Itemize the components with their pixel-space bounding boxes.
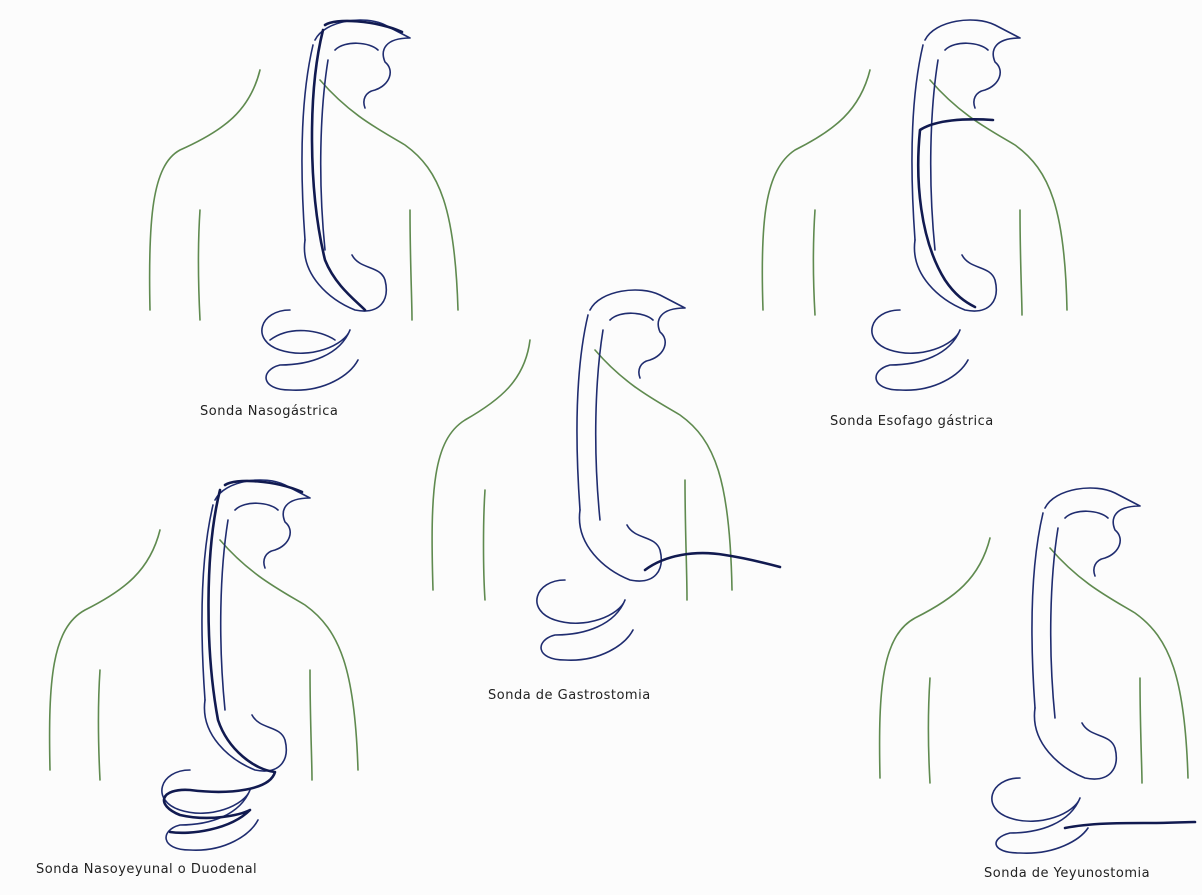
jejunostomy-tube-figure (870, 478, 1202, 858)
head-digestive-tract (262, 20, 410, 390)
gastrostomy-tube-figure (425, 270, 795, 670)
head-digestive-tract (162, 480, 310, 850)
nasojejunal-tube-figure (40, 470, 380, 860)
caption-nasojejunal: Sonda Nasoyeyunal o Duodenal (36, 862, 257, 877)
caption-jejunostomy: Sonda de Yeyunostomia (984, 866, 1150, 881)
head-digestive-tract (872, 20, 1020, 390)
head-digestive-tract (992, 488, 1140, 853)
caption-esophagogastric: Sonda Esofago gástrica (830, 414, 994, 429)
tube-path (918, 119, 993, 307)
nasogastric-tube-figure (140, 10, 470, 400)
tube-path (645, 553, 780, 570)
tube-path (312, 21, 402, 310)
head-digestive-tract (537, 290, 685, 660)
esophagogastric-tube-figure (755, 10, 1095, 400)
tube-path (164, 481, 302, 833)
torso-outline (432, 340, 732, 600)
tube-path (1065, 822, 1195, 828)
caption-nasogastric: Sonda Nasogástrica (200, 404, 338, 419)
caption-gastrostomy: Sonda de Gastrostomia (488, 688, 651, 703)
